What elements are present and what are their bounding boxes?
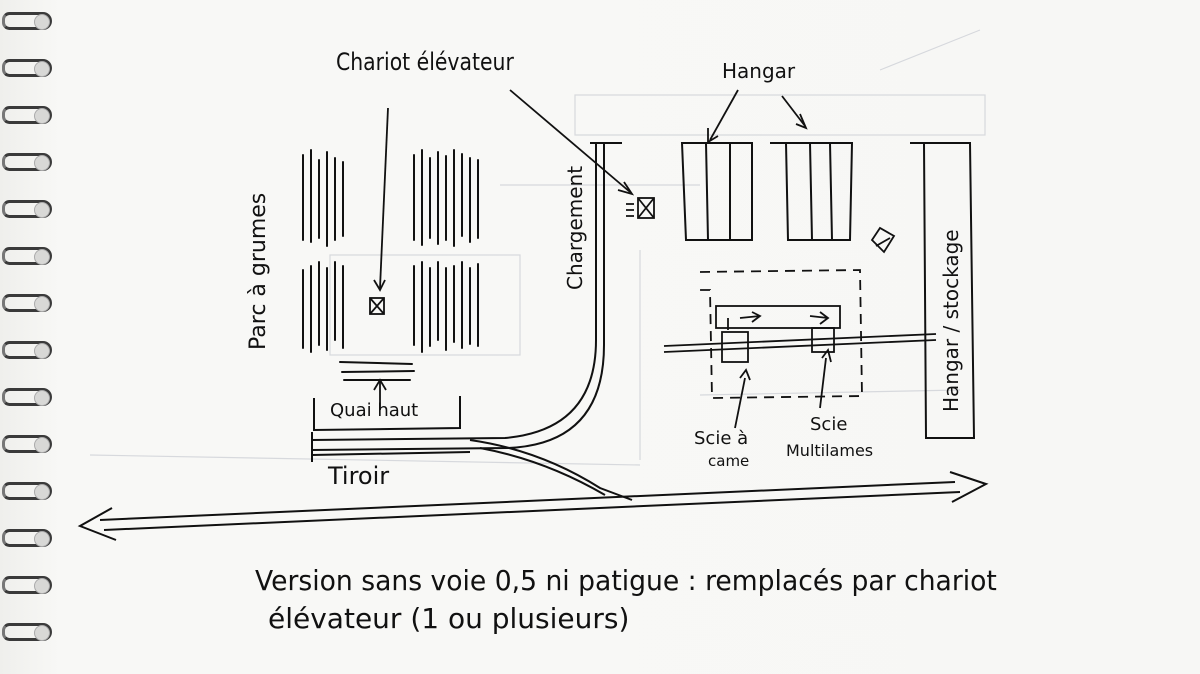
sawmill-area	[663, 269, 937, 399]
binding-ring	[2, 59, 52, 77]
caption: Version sans voie 0,5 ni patigue : rempl…	[255, 565, 997, 635]
main-axis-arrow	[77, 471, 989, 541]
label-chariot-elevateur: Chariot élévateur	[336, 48, 515, 76]
binding-hole	[34, 296, 50, 312]
binding-ring	[2, 435, 52, 453]
binding-ring	[2, 106, 52, 124]
binding-ring	[2, 576, 52, 594]
tree-icon	[870, 226, 896, 254]
diagram-labels: Chariot élévateur Hangar Chargement Parc…	[246, 48, 963, 490]
binding-ring	[2, 294, 52, 312]
log-park	[302, 149, 479, 381]
binding-ring	[2, 153, 52, 171]
quai-haut-platform	[313, 396, 461, 432]
forklift-icon-left	[369, 297, 385, 315]
label-scie-multilames-1: Scie	[810, 414, 847, 435]
label-scie-multilames-2: Multilames	[786, 441, 873, 460]
annotation-arrows	[373, 89, 832, 429]
binding-hole	[34, 61, 50, 77]
binding-hole	[34, 578, 50, 594]
label-hangar-top: Hangar	[722, 59, 796, 83]
binding-ring	[2, 529, 52, 547]
label-tiroir: Tiroir	[327, 462, 389, 490]
binding-hole	[34, 625, 50, 641]
forklift-icon-right	[626, 197, 655, 219]
label-hangar-stockage: Hangar / stockage	[939, 229, 963, 412]
binding-hole	[34, 484, 50, 500]
binding-hole	[34, 437, 50, 453]
caption-line-1: Version sans voie 0,5 ni patigue : rempl…	[255, 565, 997, 597]
show-through-ghost-lines	[89, 29, 986, 466]
label-chargement: Chargement	[563, 166, 587, 290]
binding-ring	[2, 247, 52, 265]
binding-hole	[34, 390, 50, 406]
binding-hole	[34, 249, 50, 265]
binding-hole	[34, 14, 50, 30]
binding-ring	[2, 341, 52, 359]
spiral-binding	[0, 0, 60, 674]
label-scie-a-came-2: came	[708, 452, 749, 470]
binding-ring	[2, 623, 52, 641]
binding-ring	[2, 200, 52, 218]
label-quai-haut: Quai haut	[330, 400, 418, 421]
binding-hole	[34, 108, 50, 124]
hangar-buildings	[680, 142, 976, 439]
binding-hole	[34, 531, 50, 547]
label-parc-a-grumes: Parc à grumes	[246, 193, 271, 350]
binding-hole	[34, 155, 50, 171]
binding-hole	[34, 343, 50, 359]
caption-line-2: élévateur (1 ou plusieurs)	[268, 602, 629, 635]
rail-tracks	[311, 142, 633, 501]
label-scie-a-came-1: Scie à	[694, 428, 748, 449]
binding-hole	[34, 202, 50, 218]
binding-ring	[2, 482, 52, 500]
binding-ring	[2, 388, 52, 406]
binding-ring	[2, 12, 52, 30]
